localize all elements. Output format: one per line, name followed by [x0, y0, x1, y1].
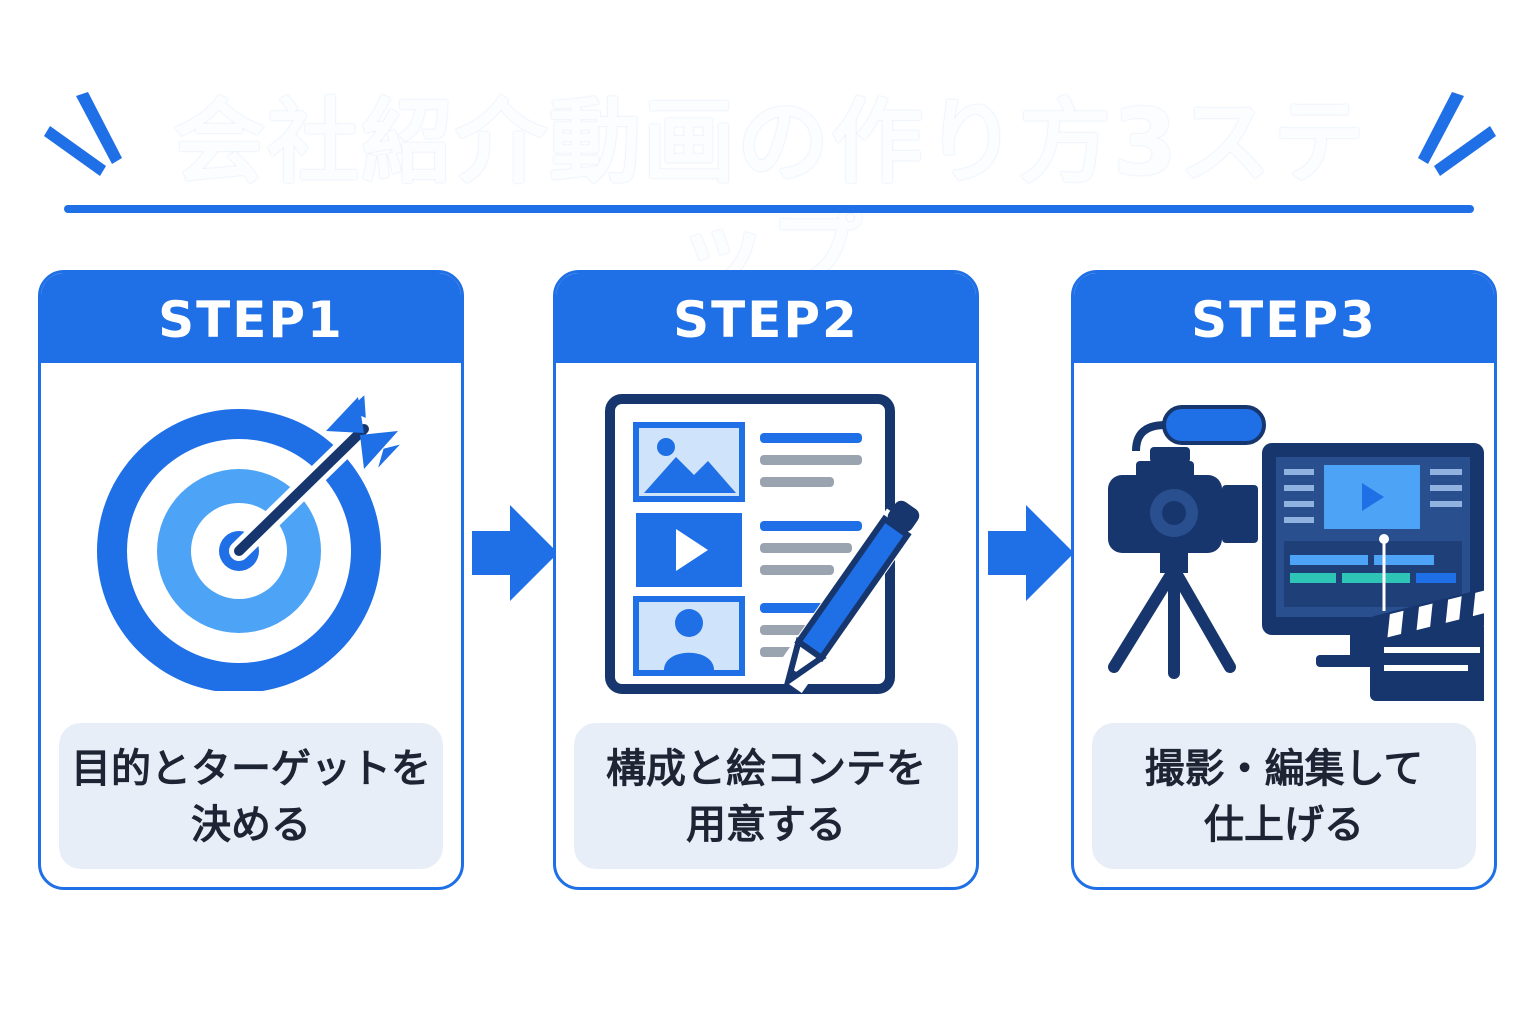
target-arrow-icon — [97, 391, 406, 691]
step-label-2-line-2: 用意する — [686, 802, 846, 848]
step-label-3-line-2: 仕上げる — [1204, 802, 1364, 848]
step-label-3: 撮影・編集して 仕上げる — [1092, 723, 1476, 869]
step-label-1-line-2: 決める — [191, 802, 311, 848]
title-underline — [64, 205, 1474, 213]
storyboard-pencil-icon — [605, 394, 920, 694]
right-arrow-icon — [472, 505, 558, 601]
step-header-2: STEP2 — [556, 273, 976, 363]
step-card-3: STEP3 — [1071, 270, 1497, 890]
burst-right-icon — [1418, 92, 1496, 176]
step-label-2-line-1: 構成と絵コンテを — [606, 746, 926, 792]
step-label-1-line-1: 目的とターゲットを — [71, 746, 431, 792]
burst-left-icon — [44, 92, 122, 176]
step-card-2: STEP2 — [553, 270, 979, 890]
step-label-2: 構成と絵コンテを 用意する — [574, 723, 958, 869]
step-label-1: 目的とターゲットを 決める — [59, 723, 443, 869]
right-arrow-icon — [988, 505, 1074, 601]
step-label-3-line-1: 撮影・編集して — [1144, 746, 1424, 792]
step-header-1: STEP1 — [41, 273, 461, 363]
step-card-1: STEP1 目的とターゲットを 決める — [38, 270, 464, 890]
camera-editing-clapper-icon — [1108, 405, 1484, 701]
step-header-3: STEP3 — [1074, 273, 1494, 363]
page-title: 会社紹介動画の作り方3ステップ — [172, 89, 1367, 306]
